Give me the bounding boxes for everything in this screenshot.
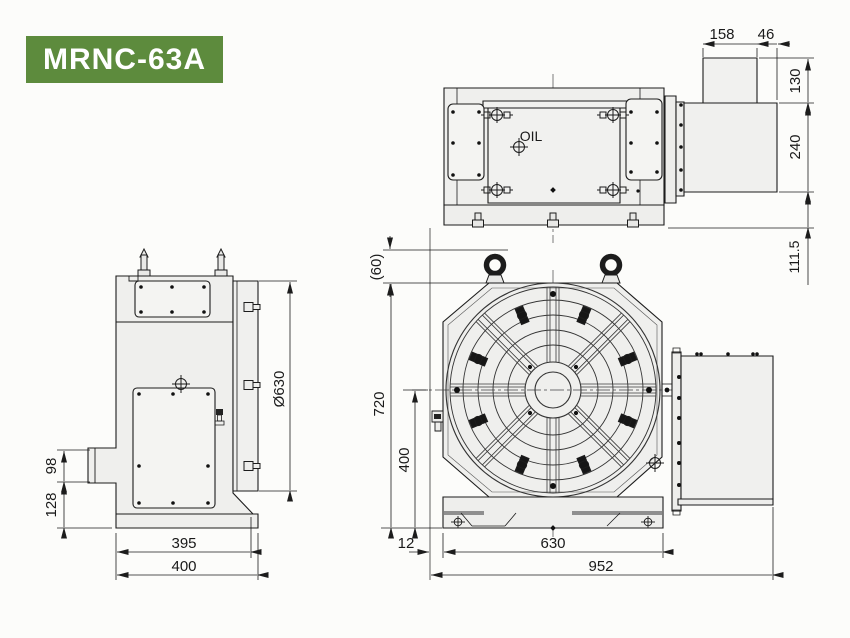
dim-111-5: 111.5 [786,240,802,273]
right-cover-plate [626,99,662,180]
dim-128: 128 [43,492,60,517]
upper-cover-bolts [139,285,206,314]
eyebolt-front [602,257,620,284]
dim-158: 158 [709,26,734,43]
dim-630: 630 [540,535,565,552]
motor-terminal-box [703,58,757,103]
left-cover-bolts [451,110,481,177]
dim-98: 98 [43,458,60,475]
left-connector [432,411,443,431]
dim-12: 12 [398,535,415,552]
dim-240: 240 [787,134,804,159]
dimensions [57,41,814,580]
dim-952: 952 [588,558,613,575]
faceplate-edge-top [483,101,628,108]
dim-395: 395 [171,535,196,552]
motor-flange-inner [676,102,684,196]
faceplate-holes [454,291,652,489]
motor-body-top-view [684,103,777,192]
dim-400v: 400 [396,447,413,472]
motor-body-front [681,356,773,499]
dim-60: (60) [368,254,385,281]
oil-label: OIL [520,128,543,144]
front-view [412,257,773,541]
eyebolt-side [137,248,151,277]
right-cover-bolts [629,110,659,174]
dimension-labels: OIL 158 46 130 240 111.5 (60) 720 400 12… [43,26,804,575]
motor-flange-bolts [664,352,759,487]
motor-flange-top-view [665,96,676,203]
dim-400s: 400 [171,558,196,575]
upper-cover-side [135,281,210,317]
base-notches [461,513,620,526]
eyebolt-side [214,248,228,277]
dim-46: 46 [758,26,775,43]
dim-130: 130 [787,68,804,93]
model-number: MRNC-63A [42,42,206,76]
left-cover-plate [448,104,484,180]
top-view [444,58,777,243]
model-badge: MRNC-63A [26,36,223,83]
side-view [88,248,261,528]
eyebolt-front [486,257,504,284]
dim-720: 720 [371,391,388,416]
flange-bolts [679,103,683,192]
lower-cover-bolts [137,392,210,505]
motor-base-strip [678,499,773,505]
dim-dia630: Ø630 [271,371,288,408]
air-vent-icon [215,409,224,425]
lower-cover-side [133,388,215,508]
